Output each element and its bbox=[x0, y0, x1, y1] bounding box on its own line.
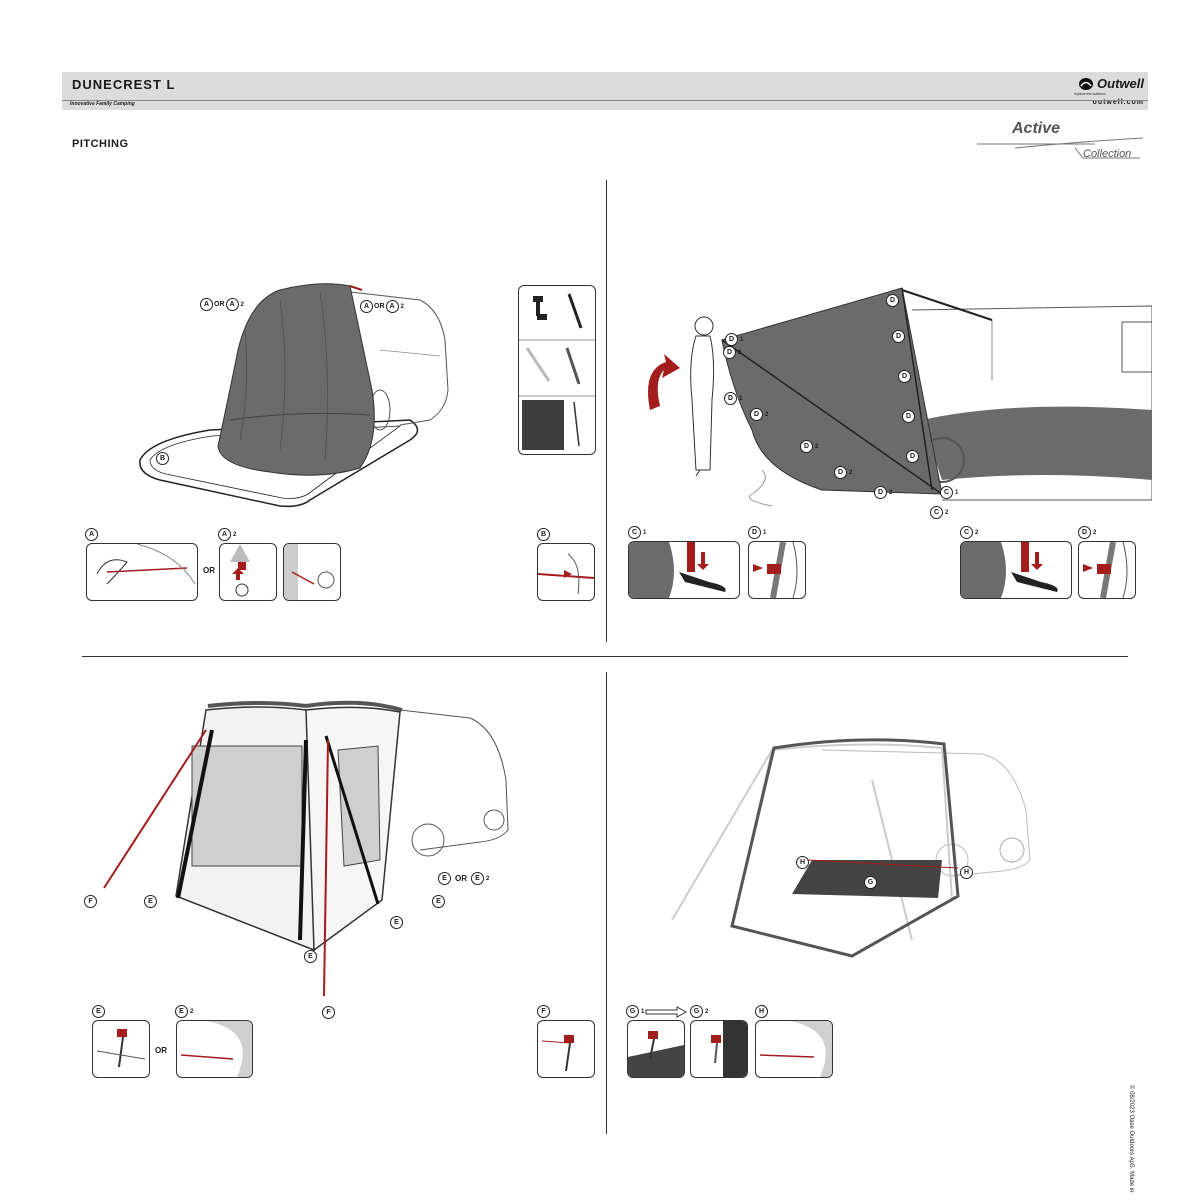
step-1-illustration bbox=[139, 283, 449, 508]
divider-horizontal bbox=[82, 656, 1128, 657]
header-bar: DUNECREST L Innovative Family Camping Ou… bbox=[62, 72, 1148, 110]
detail-d2-icon bbox=[1083, 542, 1128, 598]
detail-e-icon bbox=[96, 1029, 146, 1068]
arrow-right-icon bbox=[645, 1006, 687, 1018]
detail-g2-icon bbox=[711, 1021, 747, 1077]
divider-bottom-vertical bbox=[606, 672, 607, 1134]
detail-h-label: H bbox=[755, 1005, 768, 1018]
collection-line1: Active bbox=[1012, 120, 1061, 137]
label-d-pole-2: D bbox=[898, 370, 911, 383]
detail-g1-icon bbox=[628, 1031, 684, 1077]
collection-swoosh-icon bbox=[977, 137, 1144, 159]
pegs-accessories-box bbox=[518, 285, 596, 455]
detail-b-icon bbox=[538, 553, 594, 595]
brand-subline: explore the outdoors bbox=[1074, 92, 1106, 96]
detail-a2-box-1 bbox=[219, 543, 277, 601]
detail-d2-box bbox=[1078, 541, 1136, 599]
detail-a-box bbox=[86, 543, 198, 601]
website: outwell.com bbox=[1092, 99, 1144, 106]
label-d-pole-4: D bbox=[906, 450, 919, 463]
active-collection-logo: Active Collection bbox=[975, 118, 1145, 166]
product-title: DUNECREST L bbox=[72, 77, 176, 92]
detail-f-icon bbox=[541, 1035, 574, 1072]
detail-a2-icon-2 bbox=[284, 544, 335, 600]
detail-b-box bbox=[537, 543, 595, 601]
detail-d1-box bbox=[748, 541, 806, 599]
pegs-icon bbox=[519, 293, 595, 450]
detail-g2-box bbox=[690, 1020, 748, 1078]
tagline: Innovative Family Camping bbox=[70, 101, 135, 107]
label-d-top: D bbox=[886, 294, 899, 307]
detail-c2-icon bbox=[961, 542, 1058, 598]
label-h-left: H bbox=[796, 856, 809, 869]
label-e-bottom: E bbox=[304, 950, 317, 963]
detail-c2-box bbox=[960, 541, 1072, 599]
header-divider bbox=[62, 100, 1148, 101]
label-d-pole-1: D bbox=[892, 330, 905, 343]
detail-a2-box-2 bbox=[283, 543, 341, 601]
step-3-illustration bbox=[103, 700, 509, 997]
outwell-logo-icon bbox=[1079, 77, 1094, 90]
detail-b-label: B bbox=[537, 528, 550, 541]
label-e-right: E bbox=[390, 916, 403, 929]
collection-line2: Collection bbox=[1083, 148, 1132, 160]
detail-a2-icon-1 bbox=[230, 544, 250, 597]
detail-e2-box bbox=[176, 1020, 253, 1078]
label-e-left: E bbox=[144, 895, 157, 908]
detail-f-box bbox=[537, 1020, 595, 1078]
detail-c1-icon bbox=[629, 542, 726, 598]
label-d-pole-3: D bbox=[902, 410, 915, 423]
detail-d1-icon bbox=[753, 542, 798, 598]
label-f-left: F bbox=[84, 895, 97, 908]
label-f-bottom: F bbox=[322, 1006, 335, 1019]
section-title: PITCHING bbox=[72, 138, 129, 150]
detail-g1-box bbox=[627, 1020, 685, 1078]
label-g: G bbox=[864, 876, 877, 889]
step-2-illustration bbox=[648, 287, 1153, 507]
detail-e2-icon bbox=[180, 1021, 252, 1077]
label-h-right: H bbox=[960, 866, 973, 879]
copyright-notice: © 08/2023 Oase Outdoors ApS. Made in bbox=[1128, 1085, 1134, 1193]
brand-name: Outwell bbox=[1097, 76, 1144, 91]
detail-a-icon bbox=[96, 544, 196, 585]
detail-c1-box bbox=[628, 541, 740, 599]
or-text-a: OR bbox=[203, 566, 215, 575]
label-b: B bbox=[156, 452, 169, 465]
or-text-e: OR bbox=[155, 1046, 167, 1055]
detail-h-box bbox=[755, 1020, 833, 1078]
divider-top-vertical bbox=[606, 180, 607, 642]
label-e-far-right: E bbox=[432, 895, 445, 908]
step-4-illustration bbox=[671, 738, 1031, 958]
detail-a-label: A bbox=[85, 528, 98, 541]
detail-f-label: F bbox=[537, 1005, 550, 1018]
detail-e-box bbox=[92, 1020, 150, 1078]
brand-logo: Outwell bbox=[1078, 76, 1144, 91]
detail-e-label: E bbox=[92, 1005, 105, 1018]
step-4-panel: H G H bbox=[612, 720, 1152, 1000]
detail-h-icon bbox=[759, 1021, 832, 1077]
